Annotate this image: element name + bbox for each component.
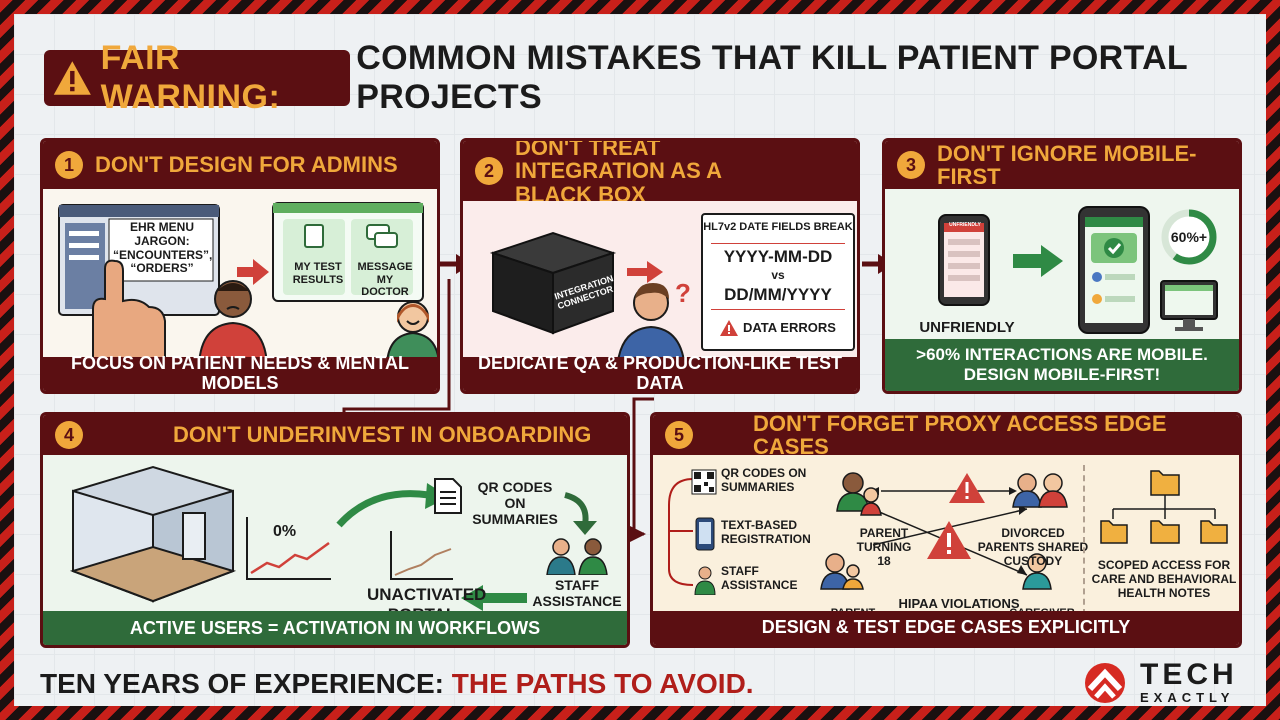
step-number: 3 <box>897 151 925 179</box>
panel-header: 5 DON'T FORGET PROXY ACCESS EDGE CASES <box>653 412 1239 459</box>
panel-title: DON'T TREAT INTEGRATION AS A BLACK BOX <box>515 138 722 207</box>
panel-header: 2 DON'T TREAT INTEGRATION AS A BLACK BOX <box>463 141 857 206</box>
empty-room-illustration <box>69 465 237 603</box>
panel-footer: DEDICATE QA & PRODUCTION-LIKE TEST DATA <box>463 353 857 391</box>
panel-header: 4 DON'T UNDERINVEST IN ONBOARDING <box>43 415 627 455</box>
panel-footer: DESIGN & TEST EDGE CASES EXPLICITLY <box>653 611 1239 645</box>
staff-person-icon <box>694 566 716 595</box>
mobile-percent: 60%+ <box>1170 229 1208 245</box>
infographic-canvas: FAIR WARNING: COMMON MISTAKES THAT KILL … <box>14 14 1266 706</box>
data-errors-text: DATA ERRORS <box>743 320 836 335</box>
panel-title: DON'T UNDERINVEST IN ONBOARDING <box>173 422 592 448</box>
friendly-phone-icon <box>1078 206 1150 334</box>
step-number: 4 <box>55 421 83 449</box>
section-divider <box>1083 465 1085 615</box>
panel-title: DON'T FORGET PROXY ACCESS EDGE CASES <box>753 412 1167 459</box>
panel-illustration: QR CODES ON SUMMARIES TEXT-BASED REGISTR… <box>653 455 1239 641</box>
folder-tree-icon <box>1100 470 1228 544</box>
footer-line-1: >60% INTERACTIONS ARE MOBILE. <box>916 345 1208 364</box>
logo-line-2: EXACTLY <box>1140 690 1235 705</box>
phone-header-text: UNFRIENDLY <box>949 222 981 228</box>
patient-app-screen <box>272 202 424 302</box>
progress-ring <box>1161 209 1217 265</box>
document-icon <box>434 478 462 514</box>
option-qr-codes: QR CODES ON SUMMARIES <box>721 466 807 494</box>
happy-patient <box>385 301 437 363</box>
step-number: 2 <box>475 157 503 185</box>
question-mark: ? <box>675 278 691 308</box>
panel-footer: FOCUS ON PATIENT NEEDS & MENTAL MODELS <box>43 353 437 391</box>
option-bracket <box>668 478 694 586</box>
proxy-relationship-diagram <box>820 472 1068 590</box>
logo-mark-icon <box>1085 662 1125 703</box>
panel-title: DON'T IGNORE MOBILE-FIRST <box>937 140 1197 189</box>
panel-footer: ACTIVE USERS = ACTIVATION IN WORKFLOWS <box>43 611 627 645</box>
tile-message-my-doctor: MESSAGE MY DOCTOR <box>357 261 413 299</box>
error-warning-icon <box>720 320 738 336</box>
admin-screen-illustration <box>58 204 220 359</box>
warning-label: FAIR WARNING: <box>100 39 281 116</box>
footer-line-2: DESIGN MOBILE-FIRST! <box>963 365 1161 385</box>
label-scoped-access: SCOPED ACCESS FOR CARE AND BEHAVIORAL HE… <box>1091 558 1237 600</box>
tile-my-test-results: MY TEST RESULTS <box>292 261 344 286</box>
black-box-icon <box>489 231 617 335</box>
panel-mobile-first: 3 DON'T IGNORE MOBILE-FIRST UNFRIENDLY U… <box>882 138 1242 394</box>
card-title: HL7v2 DATE FIELDS BREAK <box>703 221 853 233</box>
staff-assistance-label: STAFF ASSISTANCE <box>532 577 622 610</box>
step-number: 1 <box>55 151 83 179</box>
panel-title: DON'T DESIGN FOR ADMINS <box>95 152 398 178</box>
down-curved-arrow <box>564 492 597 535</box>
warning-badge: FAIR WARNING: <box>44 39 351 116</box>
arrow-right-icon <box>627 261 663 283</box>
page-header: FAIR WARNING: COMMON MISTAKES THAT KILL … <box>44 39 1266 116</box>
option-staff-assistance: STAFF ASSISTANCE <box>721 564 798 592</box>
panel-illustration: 0% QR CODES ON SUMMARIES STAFF ASSISTANC… <box>43 455 627 624</box>
date-format-card: HL7v2 DATE FIELDS BREAK YYYY-MM-DD vs DD… <box>701 213 855 351</box>
panel-header: 1 DON'T DESIGN FOR ADMINS <box>43 141 437 189</box>
zero-percent: 0% <box>273 523 297 540</box>
step-number: 5 <box>665 421 693 449</box>
panel-footer: >60% INTERACTIONS ARE MOBILE. DESIGN MOB… <box>885 339 1239 391</box>
label-parent-turning-18: PARENT TURNING 18 <box>856 526 912 568</box>
qr-code-icon <box>691 469 717 495</box>
brand-logo: TECH EXACTLY <box>1078 660 1238 705</box>
flat-growth-chart <box>246 517 331 580</box>
panel-proxy-access: 5 DON'T FORGET PROXY ACCESS EDGE CASES Q… <box>650 412 1242 648</box>
date-format-b: DD/MM/YYYY <box>724 285 832 304</box>
versus-text: vs <box>771 268 785 282</box>
desktop-monitor-icon <box>1160 280 1218 331</box>
tagline-highlight: THE PATHS TO AVOID. <box>451 668 754 699</box>
label-divorced-parents: DIVORCED PARENTS SHARED CUSTODY <box>977 526 1089 568</box>
unfriendly-phone-icon <box>938 214 990 306</box>
staff-icon <box>546 538 608 575</box>
left-arrow-icon <box>461 585 527 611</box>
panel-illustration: UNFRIENDLY UNFRIENDLY <box>885 189 1239 345</box>
panel-onboarding: 4 DON'T UNDERINVEST IN ONBOARDING 0% <box>40 412 630 648</box>
date-format-a: YYYY-MM-DD <box>723 247 833 266</box>
warning-icon <box>53 61 91 95</box>
tagline-lead: TEN YEARS OF EXPERIENCE: <box>40 668 445 699</box>
panel-integration-black-box: 2 DON'T TREAT INTEGRATION AS A BLACK BOX… <box>460 138 860 394</box>
qr-codes-label: QR CODES ON SUMMARIES <box>472 479 558 528</box>
option-text-registration: TEXT-BASED REGISTRATION <box>721 518 811 546</box>
panel-header: 3 DON'T IGNORE MOBILE-FIRST <box>885 141 1239 189</box>
panel-illustration: INTEGRATION CONNECTOR ? HL7v2 DATE FIELD… <box>463 201 857 371</box>
logo-line-1: TECH <box>1140 658 1238 691</box>
unfriendly-label: UNFRIENDLY <box>919 319 1015 336</box>
tagline: TEN YEARS OF EXPERIENCE: THE PATHS TO AV… <box>40 668 754 700</box>
panel-design-for-admins: 1 DON'T DESIGN FOR ADMINS EHR MENU JARGO… <box>40 138 440 394</box>
arrow-right-icon <box>1013 245 1063 277</box>
page-title: COMMON MISTAKES THAT KILL PATIENT PORTAL… <box>356 39 1188 116</box>
stalled-chart <box>390 531 453 580</box>
arrow-right-icon <box>237 259 269 285</box>
ehr-jargon-text: EHR MENU JARGON: “ENCOUNTERS”, “ORDERS” <box>113 220 213 276</box>
phone-icon <box>695 517 715 551</box>
frustrated-patient <box>197 280 269 365</box>
panel-illustration: EHR MENU JARGON: “ENCOUNTERS”, “ORDERS” <box>43 189 437 365</box>
logo-wordmark: TECH EXACTLY <box>1140 658 1238 706</box>
